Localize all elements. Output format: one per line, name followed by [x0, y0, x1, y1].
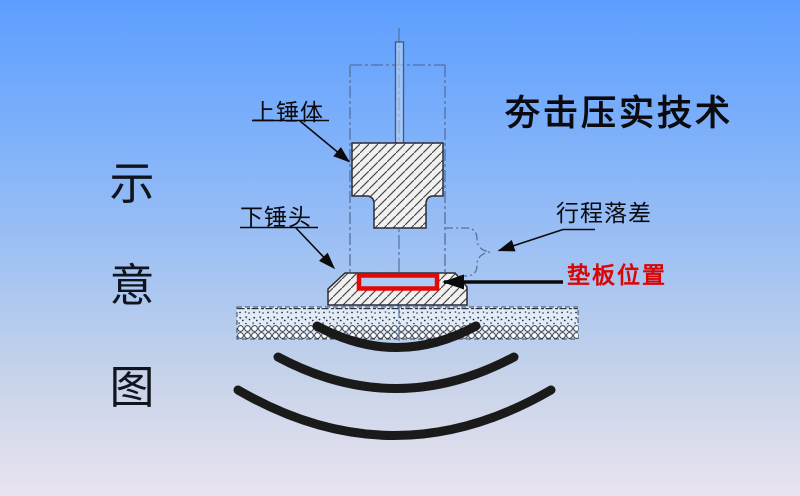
label-lower-hammer: 下锤头: [240, 205, 312, 230]
side-caption-char: 意: [109, 261, 155, 311]
side-caption-char: 图: [109, 363, 155, 413]
lower-hammer-arrow: [295, 227, 336, 270]
side-caption-char: 示: [109, 159, 155, 209]
annotation-leaders: [240, 119, 595, 290]
label-pad-position: 垫板位置: [567, 263, 667, 288]
upper-hammer-body: [351, 142, 444, 229]
label-stroke-drop: 行程落差: [556, 201, 652, 226]
label-upper-hammer: 上锤体: [252, 100, 324, 125]
stroke-drop-arrow: [497, 228, 564, 252]
shock-wave-arcs: [233, 321, 556, 440]
shock-wave-arc: [273, 352, 519, 393]
upper-hammer-arrow: [299, 120, 351, 163]
guide-rod: [394, 41, 405, 144]
page-title: 夯击压实技术: [505, 94, 734, 133]
ground-layer: [236, 306, 579, 340]
pad-plate: [356, 273, 440, 291]
side-caption-schematic: 示 意 图: [104, 147, 160, 416]
shock-wave-arc: [312, 321, 481, 352]
stroke-gap-brace: [445, 227, 491, 277]
shock-wave-arc: [233, 385, 556, 440]
